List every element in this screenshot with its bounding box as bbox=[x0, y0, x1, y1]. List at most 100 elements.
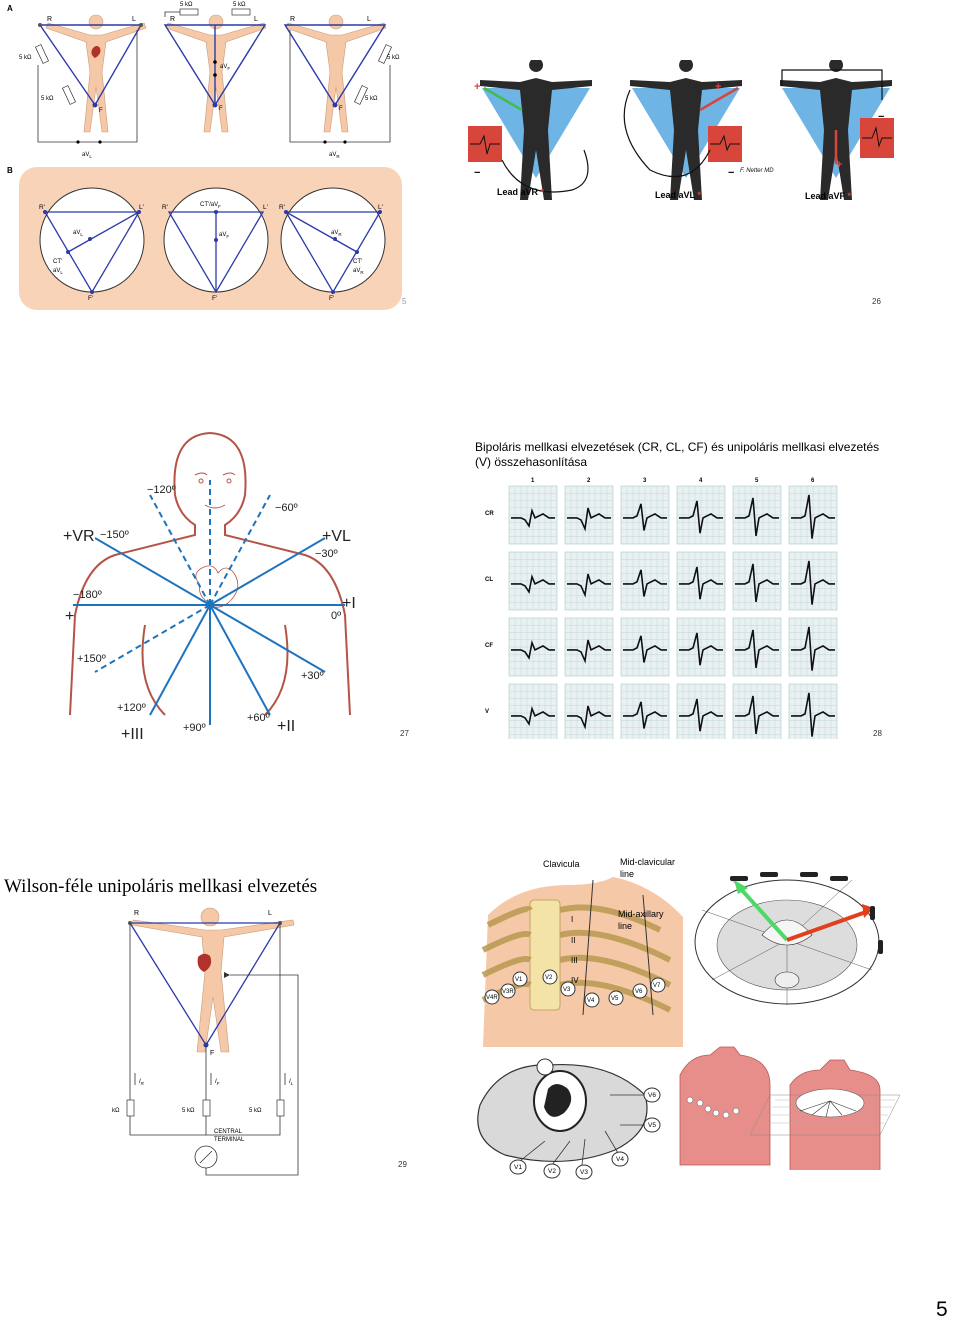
rib-label: IV bbox=[571, 976, 579, 985]
lead-avr-caption: Lead aVR * bbox=[497, 187, 545, 197]
slide-title: Bipoláris mellkasi elvezetések (CR, CL, … bbox=[475, 440, 880, 469]
circle-l-label: L' bbox=[139, 204, 144, 211]
svg-text:+: + bbox=[65, 608, 74, 625]
lead-f-label: F bbox=[210, 1050, 214, 1057]
mid-clavicular-label: Mid-clavicular bbox=[620, 857, 675, 867]
torso-models bbox=[679, 1046, 901, 1170]
circle-diagram-avr: R' L' F' aVR CT' aVR bbox=[279, 187, 386, 302]
row-label: CF bbox=[485, 643, 493, 649]
torso-outline bbox=[69, 431, 351, 716]
ecg-trace-cell bbox=[788, 551, 838, 611]
ecg-trace-cell bbox=[620, 683, 670, 739]
avl-label: aVL bbox=[82, 152, 92, 159]
circle-r-label: R' bbox=[162, 204, 168, 211]
body-figure-avr: R L F 5 kΩ 5 kΩ aVR bbox=[283, 14, 400, 159]
circle-r-label: R' bbox=[39, 204, 45, 211]
ecg-trace-cell bbox=[564, 485, 614, 545]
slide-28: Bipoláris mellkasi elvezetések (CR, CL, … bbox=[475, 440, 895, 745]
svg-text:−180º: −180º bbox=[73, 589, 102, 601]
ct-avf-label: CT'/aVF bbox=[200, 202, 221, 209]
avr-label: aVR bbox=[329, 152, 340, 159]
slide-number: 26 bbox=[872, 297, 881, 306]
row-label: CL bbox=[485, 577, 493, 583]
resistor-label: 5 kΩ bbox=[233, 2, 246, 8]
column-label: 5 bbox=[755, 478, 759, 484]
svg-text:+II: +II bbox=[277, 718, 295, 735]
svg-text:V5: V5 bbox=[648, 1122, 656, 1129]
angle-labels: −120º −60º −150º −30º −180º 0º +150º +30… bbox=[73, 484, 341, 734]
column-label: 1 bbox=[531, 478, 535, 484]
lead-l-label: L bbox=[268, 910, 272, 917]
svg-text:+30º: +30º bbox=[301, 670, 324, 682]
ecg-trace-cell bbox=[508, 617, 558, 677]
slide-25: A B R L F 5 kΩ 5 kΩ aVL 5 kΩ 5 kΩ R L F … bbox=[5, 0, 406, 310]
mid-clavicular-label: line bbox=[620, 869, 634, 879]
lead-labels: +VR +VL +I +II +III + bbox=[63, 528, 356, 743]
column-label: 3 bbox=[643, 478, 647, 484]
ecg-trace-cell bbox=[676, 617, 726, 677]
lead-avf-caption: Lead aVF * bbox=[805, 191, 852, 201]
ecg-trace-cell bbox=[508, 485, 558, 545]
svg-text:V4: V4 bbox=[616, 1156, 624, 1163]
ecg-trace-cell bbox=[508, 683, 558, 739]
resistor-label: 5 kΩ bbox=[180, 2, 193, 8]
circle-diagram-avl: R' L' F' aVL CT' aVL bbox=[39, 187, 145, 302]
svg-text:−120º: −120º bbox=[147, 484, 176, 496]
minus-sign: − bbox=[474, 167, 480, 179]
avl-label: aVL bbox=[73, 230, 83, 237]
svg-text:−150º: −150º bbox=[100, 529, 129, 541]
slide-number: 29 bbox=[398, 1160, 407, 1169]
ecg-trace-cell bbox=[788, 617, 838, 677]
ecg-trace-cell bbox=[676, 551, 726, 611]
svg-text:V1: V1 bbox=[515, 977, 523, 983]
resistor-label: 5 kΩ bbox=[110, 1108, 120, 1114]
slide-number: 28 bbox=[873, 729, 882, 738]
resistor-label: 5 kΩ bbox=[41, 96, 54, 102]
svg-text:+60º: +60º bbox=[247, 712, 270, 724]
ecg-trace-cell bbox=[676, 683, 726, 739]
ecg-trace-cell bbox=[620, 551, 670, 611]
circle-f-label: F' bbox=[329, 295, 334, 302]
page-number: 5 bbox=[936, 1298, 948, 1321]
current-f: IF bbox=[215, 1079, 220, 1086]
figure-avl: + − F. Netter MD bbox=[623, 58, 774, 200]
circle-l-label: L' bbox=[263, 204, 268, 211]
lead-r-label: R bbox=[47, 16, 52, 23]
central-terminal-label: TERMINAL bbox=[214, 1137, 245, 1143]
lead-r-label: R bbox=[290, 16, 295, 23]
slide-26: + − + − F. Netter MD + − Lead aVR * Lead… bbox=[460, 58, 900, 310]
svg-text:+90º: +90º bbox=[183, 722, 206, 734]
body-figure-avf: 5 kΩ 5 kΩ R L F aVF bbox=[163, 2, 267, 133]
svg-text:V3R: V3R bbox=[502, 989, 514, 995]
minus-sign: − bbox=[878, 111, 884, 123]
svg-text:V3: V3 bbox=[563, 987, 571, 993]
avr-label: aVR bbox=[353, 268, 364, 275]
central-terminal-label: CENTRAL bbox=[214, 1129, 243, 1135]
lead-f-label: F bbox=[219, 106, 223, 112]
slide-29: Wilson-féle unipoláris mellkasi elvezeté… bbox=[0, 850, 960, 1180]
heart-sketch bbox=[195, 565, 239, 608]
svg-text:V7: V7 bbox=[653, 983, 661, 989]
ecg-trace-cell bbox=[732, 683, 782, 739]
lead-l-label: L bbox=[254, 16, 258, 23]
augmented-lead-illustration: + − + − F. Netter MD + − bbox=[468, 58, 894, 200]
cross-section-electrodes: V6 V5 V4 V3 V2 V1 bbox=[509, 1087, 661, 1180]
column-label: 6 bbox=[811, 478, 815, 484]
rib-label: III bbox=[571, 956, 578, 965]
svg-text:V6: V6 bbox=[648, 1092, 656, 1099]
rib-label: I bbox=[571, 915, 573, 924]
resistor-label: 5 kΩ bbox=[387, 55, 400, 61]
body-figure-avl: R L F 5 kΩ 5 kΩ aVL bbox=[19, 14, 147, 159]
svg-text:+I: +I bbox=[342, 595, 356, 612]
svg-text:−60º: −60º bbox=[275, 502, 298, 514]
avl-label: aVL bbox=[53, 268, 63, 275]
resistor-label: 5 kΩ bbox=[249, 1108, 262, 1114]
row-label: V bbox=[485, 709, 489, 715]
circle-l-label: L' bbox=[378, 204, 383, 211]
svg-text:+120º: +120º bbox=[117, 702, 146, 714]
thorax-cross-section-vectors bbox=[694, 872, 883, 1005]
label-b: B bbox=[7, 166, 13, 175]
ecg-trace-cell bbox=[508, 551, 558, 611]
resistor-label: 5 kΩ bbox=[19, 55, 32, 61]
